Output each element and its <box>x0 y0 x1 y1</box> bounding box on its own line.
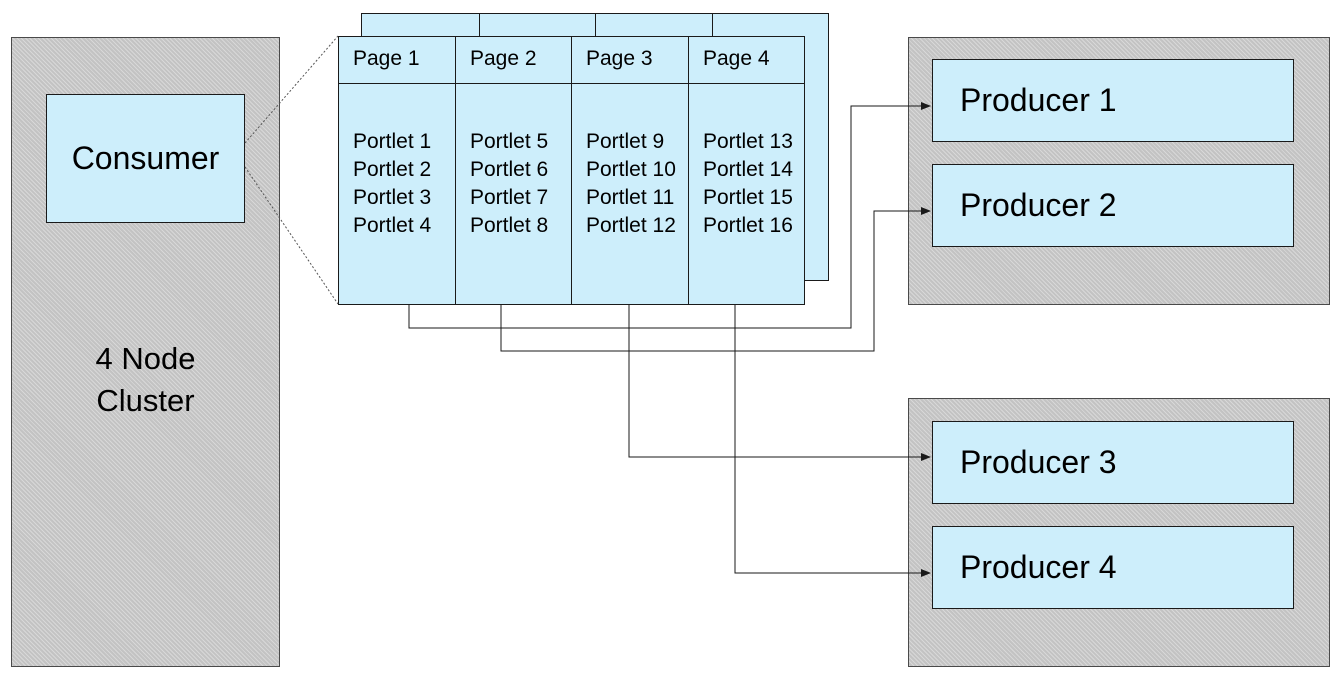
page-column: Page 3 Portlet 9 Portlet 10 Portlet 11 P… <box>571 37 689 304</box>
cluster-label-line-2: Cluster <box>96 383 195 418</box>
producer-label: Producer 3 <box>960 444 1117 480</box>
portlet-list: Portlet 13 Portlet 14 Portlet 15 Portlet… <box>703 128 793 240</box>
page-column: Page 2 Portlet 5 Portlet 6 Portlet 7 Por… <box>455 37 573 304</box>
portlet-item: Portlet 15 <box>703 186 793 209</box>
connector-page2-producer2 <box>500 207 931 352</box>
producer-label: Producer 2 <box>960 187 1117 223</box>
portlet-item: Portlet 6 <box>470 158 549 181</box>
portlet-item: Portlet 2 <box>353 158 432 181</box>
zoom-line-top <box>244 35 339 144</box>
portlet-item: Portlet 7 <box>470 186 549 209</box>
consumer-box: Consumer <box>46 94 245 223</box>
connector-page4-producer4 <box>734 305 931 577</box>
pages-sheet: Page 1 Portlet 1 Portlet 2 Portlet 3 Por… <box>338 36 805 305</box>
page-label: Page 2 <box>470 47 537 70</box>
page-column: Page 1 Portlet 1 Portlet 2 Portlet 3 Por… <box>339 37 455 304</box>
producer-label: Producer 4 <box>960 549 1117 585</box>
back-sheet-divider <box>595 14 596 38</box>
portlet-item: Portlet 4 <box>353 214 432 237</box>
cluster-label: 4 Node Cluster <box>12 338 279 422</box>
cluster-label-line-1: 4 Node <box>95 341 196 376</box>
back-sheet-divider <box>479 14 480 38</box>
portlet-item: Portlet 10 <box>586 158 676 181</box>
producer-box-4: Producer 4 <box>932 526 1294 609</box>
producer-box-2: Producer 2 <box>932 164 1294 247</box>
portlet-item: Portlet 12 <box>586 214 676 237</box>
page-column: Page 4 Portlet 13 Portlet 14 Portlet 15 … <box>688 37 805 304</box>
portlet-list: Portlet 9 Portlet 10 Portlet 11 Portlet … <box>586 128 676 240</box>
producer-box-1: Producer 1 <box>932 59 1294 142</box>
portlet-item: Portlet 1 <box>353 130 432 153</box>
producer-box-3: Producer 3 <box>932 421 1294 504</box>
connector-page1-producer1 <box>408 102 931 329</box>
portlet-list: Portlet 5 Portlet 6 Portlet 7 Portlet 8 <box>470 128 548 240</box>
portlet-item: Portlet 14 <box>703 158 793 181</box>
portlet-item: Portlet 13 <box>703 130 793 153</box>
connector-page3-producer3 <box>628 305 931 461</box>
consumer-label: Consumer <box>71 140 220 176</box>
portlet-item: Portlet 11 <box>586 186 675 209</box>
page-label: Page 1 <box>353 47 420 70</box>
portlet-item: Portlet 9 <box>586 130 665 153</box>
back-sheet-divider <box>712 14 713 38</box>
portlet-list: Portlet 1 Portlet 2 Portlet 3 Portlet 4 <box>353 128 431 240</box>
producer-label: Producer 1 <box>960 82 1117 118</box>
portlet-item: Portlet 5 <box>470 130 549 153</box>
portlet-item: Portlet 16 <box>703 214 793 237</box>
portlet-item: Portlet 3 <box>353 186 432 209</box>
page-label: Page 3 <box>586 47 653 70</box>
portlet-item: Portlet 8 <box>470 214 549 237</box>
page-label: Page 4 <box>703 47 770 70</box>
zoom-line-bottom <box>244 166 339 305</box>
